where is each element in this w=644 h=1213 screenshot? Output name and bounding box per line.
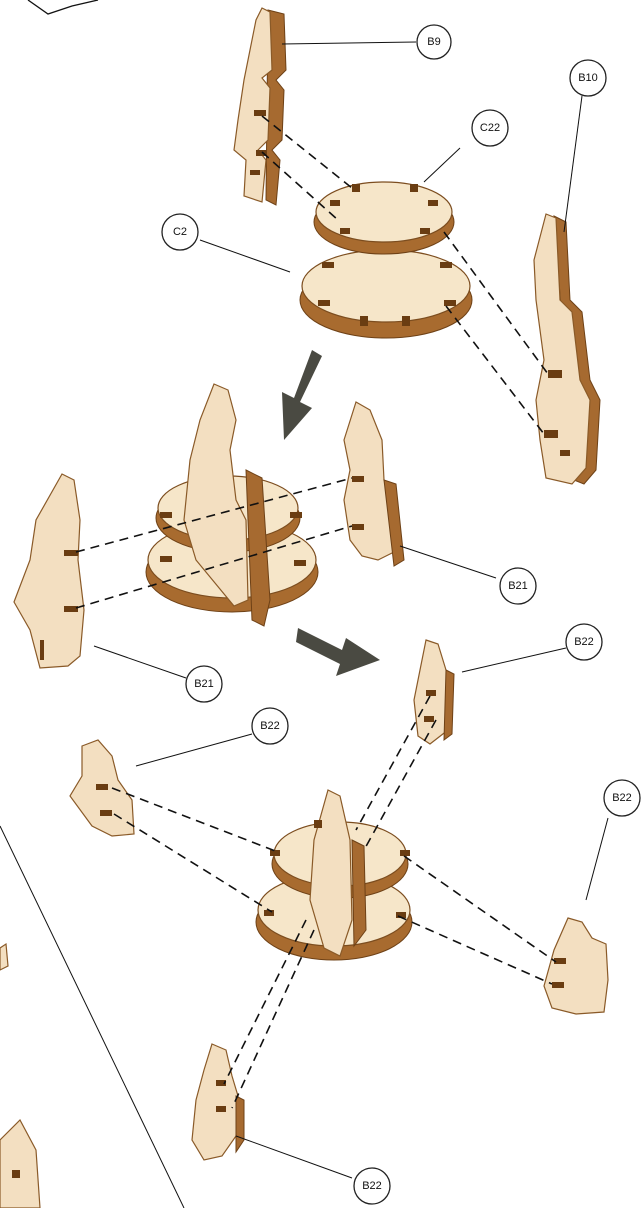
callout-b22-top: B22 xyxy=(566,624,602,660)
part-partial-lower-left xyxy=(0,944,40,1208)
assembly-step3 xyxy=(256,790,412,960)
part-b21-left xyxy=(14,474,84,668)
callout-b22-right: B22 xyxy=(604,780,640,816)
part-b21-right xyxy=(344,402,404,566)
callout-c2: C2 xyxy=(162,214,198,250)
hexagon-icon xyxy=(28,0,98,14)
callout-b22-bottom: B22 xyxy=(354,1168,390,1204)
part-b22-top xyxy=(414,640,454,744)
callout-b21-left: B21 xyxy=(186,666,222,702)
svg-text:C2: C2 xyxy=(173,226,187,238)
callout-b22-left: B22 xyxy=(252,708,288,744)
svg-text:B21: B21 xyxy=(194,678,214,690)
part-b22-bottom xyxy=(192,1044,244,1160)
part-b22-right xyxy=(544,918,608,1014)
svg-text:B22: B22 xyxy=(362,1180,382,1192)
svg-text:B22: B22 xyxy=(612,792,632,804)
part-b22-left xyxy=(70,740,134,836)
part-b10 xyxy=(534,214,600,484)
part-b9 xyxy=(234,8,286,205)
part-c2-disc xyxy=(300,250,472,338)
svg-text:B21: B21 xyxy=(508,580,528,592)
svg-text:B10: B10 xyxy=(578,72,598,84)
callout-b9: B9 xyxy=(417,25,451,59)
svg-text:B22: B22 xyxy=(260,720,280,732)
callout-c22: C22 xyxy=(472,110,508,146)
arrow-down-left-icon xyxy=(282,350,322,440)
callout-b21-right: B21 xyxy=(500,568,536,604)
callout-b10: B10 xyxy=(570,60,606,96)
arrow-down-right-icon xyxy=(296,628,380,676)
svg-text:C22: C22 xyxy=(480,122,500,134)
svg-text:B9: B9 xyxy=(427,36,440,48)
svg-text:B22: B22 xyxy=(574,636,594,648)
